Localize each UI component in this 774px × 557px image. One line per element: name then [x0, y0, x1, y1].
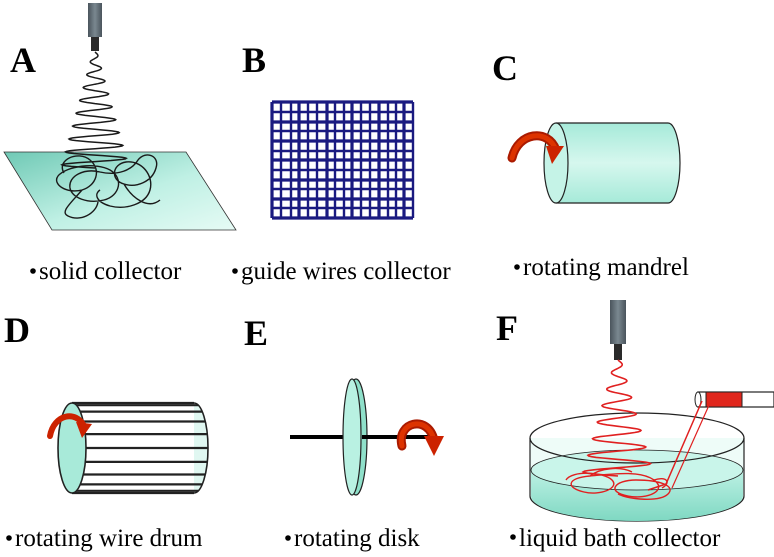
mandrel-cylinder	[543, 122, 681, 204]
deposited-fibers	[565, 467, 671, 500]
guide-wires-mesh	[270, 100, 415, 220]
panel-letter-a: A	[10, 40, 36, 80]
panel-a: A solid collector	[3, 3, 237, 285]
fiber-take-up	[647, 400, 703, 491]
svg-text:rotating wire drum: rotating wire drum	[15, 525, 203, 552]
collector-plate	[3, 151, 237, 231]
panel-b: B guide wires collector	[232, 40, 451, 285]
rotation-arrow-icon	[507, 131, 564, 164]
rotating-disk	[342, 378, 368, 496]
svg-text:rotating mandrel: rotating mandrel	[523, 254, 689, 281]
panel-f: F liquid bath collector	[496, 300, 774, 552]
svg-text:liquid bath collector: liquid bath collector	[519, 525, 721, 552]
rotation-arrow-icon	[47, 413, 92, 439]
panel-d: D rotating wire drum	[4, 310, 209, 552]
caption-b: guide wires collector	[232, 258, 451, 285]
panel-letter-c: C	[492, 48, 518, 88]
panel-letter-f: F	[496, 308, 518, 348]
fiber-jet	[60, 51, 128, 169]
caption-c: rotating mandrel	[514, 254, 689, 281]
panel-letter-e: E	[244, 313, 268, 353]
panel-c: C rotating mandrel	[492, 48, 689, 281]
svg-text:rotating disk: rotating disk	[294, 525, 420, 552]
panel-e: E rotating disk	[244, 313, 444, 552]
panel-letter-b: B	[242, 40, 266, 80]
spinneret-nozzle-icon	[88, 3, 102, 51]
caption-e: rotating disk	[285, 525, 420, 552]
deposited-fibers	[55, 154, 161, 219]
fiber-jet	[581, 359, 653, 477]
wire-drum	[57, 401, 209, 495]
syringe-icon	[694, 391, 774, 408]
spinneret-nozzle-icon	[610, 300, 626, 360]
caption-f: liquid bath collector	[510, 525, 721, 552]
svg-text:guide wires collector: guide wires collector	[241, 258, 451, 285]
panel-letter-d: D	[4, 310, 30, 350]
caption-d: rotating wire drum	[6, 525, 203, 552]
caption-a: solid collector	[30, 258, 182, 285]
rotation-arrow-icon	[396, 419, 444, 456]
svg-text:solid collector: solid collector	[39, 258, 182, 285]
